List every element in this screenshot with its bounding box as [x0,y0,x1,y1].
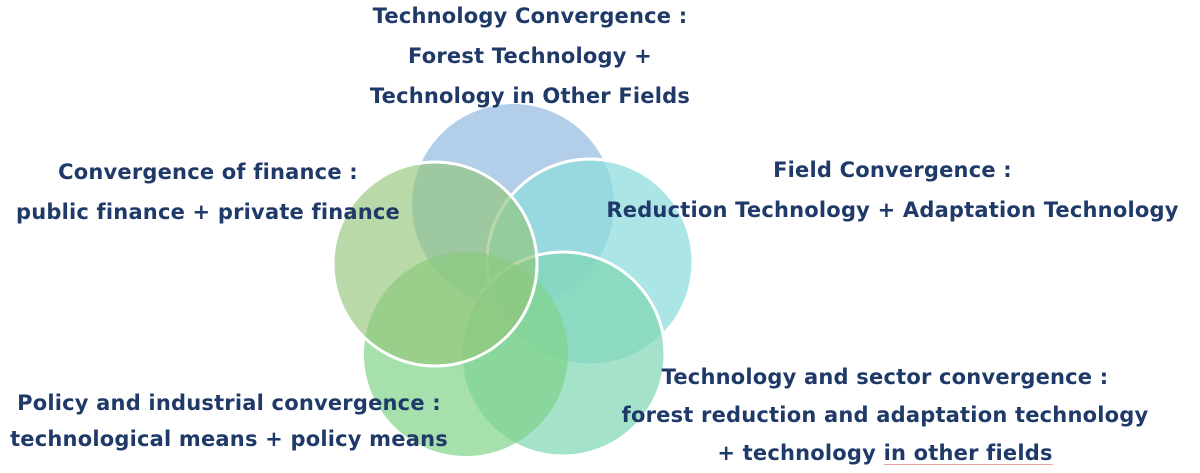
label-title: Convergence of finance : [58,160,358,184]
label-finance-convergence: Convergence of finance : public finance … [0,152,416,232]
label-technology-sector-convergence: Technology and sector convergence : fore… [600,358,1170,472]
label-title: Policy and industrial convergence : [17,391,441,415]
label-title: Technology Convergence : [372,4,688,28]
circle-finance-convergence [331,160,539,368]
label-line: public finance + private finance [15,200,401,224]
label-line: Reduction Technology + Adaptation Techno… [606,198,1179,222]
label-technology-convergence: Technology Convergence : Forest Technolo… [330,0,730,116]
label-line: Forest Technology + [408,44,652,68]
label-line: forest reduction and adaptation technolo… [621,403,1149,427]
spellcheck-underlined-text: in other fields [883,441,1053,465]
label-line: Technology in Other Fields [369,84,691,108]
label-title: Field Convergence : [773,158,1012,182]
label-line: + technology in other fields [600,434,1170,472]
label-policy-industrial-convergence: Policy and industrial convergence : tech… [0,385,458,457]
label-line-prefix: + technology [717,441,884,465]
label-field-convergence: Field Convergence : Reduction Technology… [585,150,1200,230]
label-line: technological means + policy means [10,427,448,451]
label-title: Technology and sector convergence : [661,365,1109,389]
